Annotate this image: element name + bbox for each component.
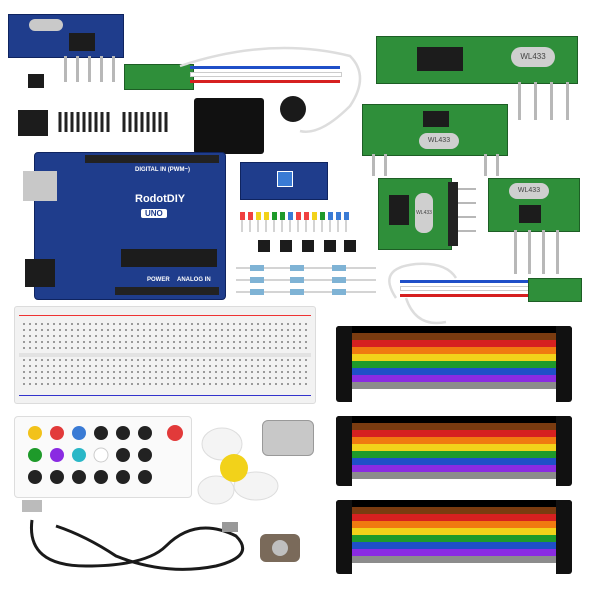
crystal-label: WL433 bbox=[511, 47, 555, 67]
board-model: UNO bbox=[141, 209, 167, 218]
button-icon bbox=[280, 240, 292, 252]
arduino-uno-board: DIGITAL IN (PWM~) RodotDIY UNO POWER ANA… bbox=[23, 152, 226, 300]
ic-chip-icon bbox=[18, 110, 48, 136]
chip-icon bbox=[519, 205, 541, 223]
push-button-row bbox=[258, 238, 358, 254]
potentiometer-icon bbox=[277, 171, 293, 187]
button-icon bbox=[344, 240, 356, 252]
antenna-spring-icon bbox=[58, 112, 110, 132]
battery-box bbox=[194, 98, 264, 154]
breadboard-holes bbox=[21, 321, 309, 389]
rf-module-d: WL433 bbox=[488, 178, 580, 232]
board-brand: RodotDIY bbox=[135, 193, 186, 205]
power-icon bbox=[167, 425, 183, 441]
antenna-wire-icon bbox=[388, 262, 458, 325]
button-icon bbox=[324, 240, 336, 252]
transistor-icon bbox=[28, 74, 44, 88]
module-wires bbox=[190, 66, 342, 83]
chip-icon bbox=[417, 47, 463, 71]
analog-header bbox=[115, 287, 219, 295]
jumper-wire-bundle bbox=[336, 326, 572, 402]
rf-transmitter-module bbox=[528, 278, 582, 302]
rf-module-c: WL433 bbox=[378, 178, 452, 250]
module-pins bbox=[510, 82, 580, 120]
module-pins bbox=[508, 230, 568, 274]
crystal-icon bbox=[29, 19, 63, 31]
microcontroller-icon bbox=[121, 249, 217, 267]
module-pins bbox=[448, 182, 476, 246]
jumper-wire-bundle bbox=[336, 500, 572, 574]
ir-remote bbox=[14, 416, 192, 498]
potentiometer-icon bbox=[260, 534, 300, 562]
remote-buttons bbox=[28, 425, 183, 484]
power-jack-icon bbox=[25, 259, 55, 287]
chip-icon bbox=[423, 111, 449, 127]
module-pins bbox=[60, 56, 120, 82]
fan-icon bbox=[197, 427, 279, 505]
digital-label: DIGITAL IN (PWM~) bbox=[135, 167, 190, 173]
buzzer-icon bbox=[280, 96, 306, 122]
digital-header bbox=[85, 155, 219, 163]
antenna-wire-icon bbox=[179, 46, 362, 133]
rf-receiver-module-b: WL433 bbox=[362, 104, 508, 156]
crystal-label: WL433 bbox=[419, 133, 459, 149]
breadboard bbox=[14, 306, 316, 404]
rf-transmitter-module bbox=[124, 64, 194, 90]
chip-icon bbox=[389, 195, 409, 225]
usb-cable-icon bbox=[22, 500, 245, 571]
usb-port-icon bbox=[23, 171, 57, 201]
led-row bbox=[238, 212, 358, 232]
motor-icon bbox=[262, 420, 314, 456]
crystal-label: WL433 bbox=[415, 193, 433, 233]
crystal-label: WL433 bbox=[509, 183, 549, 199]
jumper-wire-bundle bbox=[336, 416, 572, 486]
analog-label: ANALOG IN bbox=[177, 277, 211, 283]
resistor-group bbox=[236, 265, 376, 295]
module-wires bbox=[400, 280, 532, 297]
blue-rf-module bbox=[8, 14, 124, 58]
button-icon bbox=[258, 240, 270, 252]
button-icon bbox=[302, 240, 314, 252]
rf-receiver-module-a: WL433 bbox=[376, 36, 578, 84]
chip-icon bbox=[69, 33, 95, 51]
light-sensor-module bbox=[240, 162, 328, 200]
module-pins bbox=[366, 154, 506, 176]
antenna-spring-icon bbox=[122, 112, 168, 132]
power-label: POWER bbox=[147, 277, 170, 283]
